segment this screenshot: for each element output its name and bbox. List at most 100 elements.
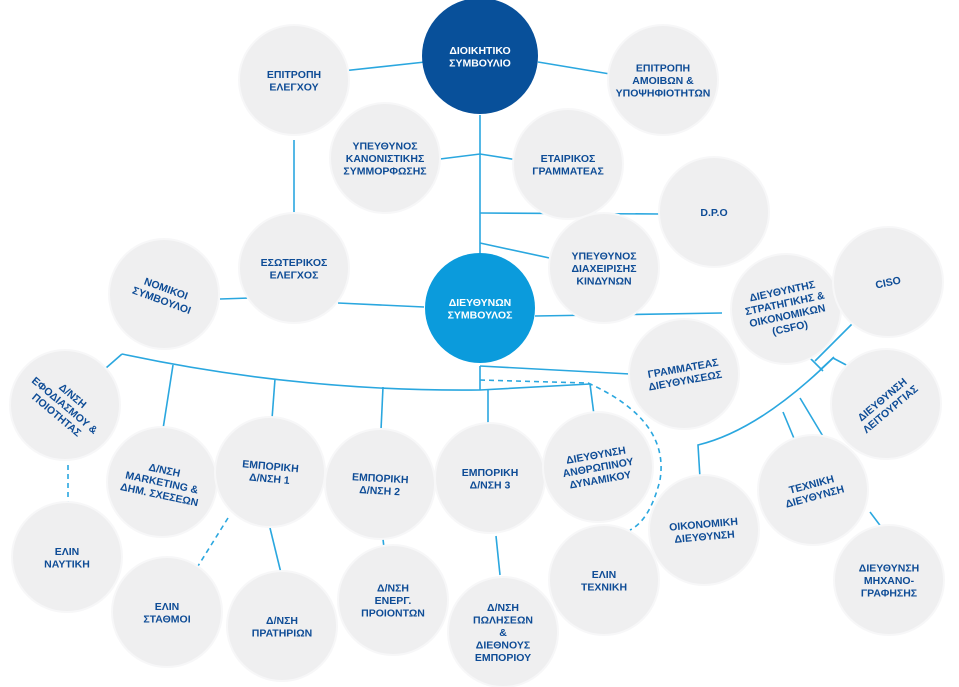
node-label-line: Δ/ΝΣΗ 1 — [249, 471, 291, 487]
node-label-line: ΔΙΟΙΚΗΤΙΚΟ — [449, 45, 510, 57]
node-label-line: ΓΡΑΦΗΣΗΣ — [861, 588, 917, 600]
node-legal-advisors: ΝΟΜΙΚΟΙΣΥΜΒΟΥΛΟΙ — [108, 238, 220, 350]
node-dpo: D.P.O — [658, 156, 770, 268]
node-supply-quality: Δ/ΝΣΗΕΦΟΔΙΑΣΜΟΥ &ΠΟΙΟΤΗΤΑΣ — [9, 349, 121, 461]
link-ciso-branch — [814, 323, 853, 362]
node-label-line: Δ/ΝΣΗ — [266, 615, 298, 627]
node-label-line: ΔΙΕΥΘΥΝΣΗ — [859, 563, 919, 575]
node-circle — [238, 212, 350, 324]
link-arc-supply — [105, 353, 123, 369]
node-label-line: ΕΠΙΤΡΟΠΗ — [636, 63, 690, 75]
node-label-line: ΠΡΟΙΟΝΤΩΝ — [361, 608, 425, 620]
node-label-line: ΥΠΕΥΘΥΝΟΣ — [571, 251, 636, 263]
node-label-line: Δ/ΝΣΗ — [487, 602, 519, 614]
node-label-line: ΕΛΙΝ — [55, 546, 80, 558]
link-arc-commercial-2 — [380, 386, 384, 431]
node-operations: ΔΙΕΥΘΥΝΣΗΛΕΙΤΟΥΡΓΙΑΣ — [830, 348, 942, 460]
node-label-line: ΕΜΠΟΡΙΚΗ — [462, 467, 519, 479]
node-circle — [548, 524, 660, 636]
node-label: ΕΜΠΟΡΙΚΗΔ/ΝΣΗ 2 — [351, 471, 409, 498]
link-ceo-elin-techniki-dashed — [479, 379, 662, 531]
node-label-line: Δ/ΝΣΗ 2 — [359, 484, 400, 498]
node-label-line: Δ/ΝΣΗ — [377, 583, 409, 595]
node-circle — [111, 556, 223, 668]
link-arc-commercial-1 — [271, 378, 276, 420]
node-label-line: ΣΥΜΜΟΡΦΩΣΗΣ — [343, 166, 426, 178]
node-management-secretary: ΓΡΑΜΜΑΤΕΑΣΔΙΕΥΘΥΝΣΕΩΣ — [628, 318, 740, 430]
node-label: ΕΜΠΟΡΙΚΗΔ/ΝΣΗ 1 — [241, 458, 300, 487]
node-circle — [832, 226, 944, 338]
link-commercial-3-sales — [495, 535, 501, 576]
node-label-line: ΕΠΙΤΡΟΠΗ — [267, 69, 321, 81]
node-label-line: ΕΣΩΤΕΡΙΚΟΣ — [261, 257, 328, 269]
node-label-line: ΠΡΑΤΗΡΙΩΝ — [252, 627, 312, 639]
node-circle — [329, 102, 441, 214]
node-circle — [548, 212, 660, 324]
node-label-line: ΣΥΜΒΟΥΛΙΟ — [449, 57, 511, 69]
link-arc-marketing — [162, 364, 174, 430]
link-internal-audit-ceo — [337, 302, 425, 308]
node-circle — [830, 348, 942, 460]
node-label: CISO — [874, 274, 902, 291]
node-circle — [607, 24, 719, 136]
node-label-line: ΣΥΜΒΟΥΛΟΣ — [448, 309, 513, 321]
node-marketing: Δ/ΝΣΗMARKETING &ΔΗΜ. ΣΧΕΣΕΩΝ — [106, 426, 218, 538]
node-technical: ΤΕΧΝΙΚΗΔΙΕΥΘΥΝΣΗ — [757, 434, 869, 546]
node-circle — [628, 318, 740, 430]
node-circle — [425, 253, 535, 363]
node-circle — [833, 524, 945, 636]
node-label-line: ΥΠΕΥΘΥΝΟΣ — [352, 141, 417, 153]
node-circle — [757, 434, 869, 546]
node-csfo: ΔΙΕΥΘΥΝΤΗΣΣΤΡΑΤΗΓΙΚΗΣ &ΟΙΚΟΝΟΜΙΚΩΝ(CSFO) — [730, 253, 842, 365]
node-label-line: ΚΙΝΔΥΝΩΝ — [576, 276, 631, 288]
node-label-line: ΕΛΙΝ — [592, 569, 617, 581]
node-label-line: ΕΜΠΟΡΙΚΗ — [352, 471, 409, 486]
link-board-remuneration — [537, 61, 611, 75]
node-label-line: ΕΛΕΓΧΟΣ — [270, 269, 319, 281]
node-label-line: Δ/ΝΣΗ 3 — [470, 479, 511, 491]
link-commercial-1-stations — [269, 527, 282, 574]
node-circle — [337, 544, 449, 656]
node-circle — [238, 24, 350, 136]
link-legal-internal-audit — [219, 297, 251, 300]
node-label-line: ΚΑΝΟΝΙΣΤΙΚΗΣ — [346, 153, 425, 165]
node-label-line: ΕΛΕΓΧΟΥ — [269, 81, 318, 93]
node-label-line: ΔΙΕΘΝΟΥΣ — [476, 640, 530, 652]
node-circle — [108, 238, 220, 350]
node-label-line: ΕΜΠΟΡΙΟΥ — [475, 652, 531, 664]
node-label: ΟΙΚΟΝΟΜΙΚΗΔΙΕΥΘΥΝΣΗ — [669, 516, 740, 546]
node-label-line: ΟΙΚΟΝΟΜΙΚΗ — [669, 516, 739, 534]
node-circle — [447, 576, 559, 687]
node-financial: ΟΙΚΟΝΟΜΙΚΗΔΙΕΥΘΥΝΣΗ — [648, 474, 760, 586]
node-label-line: ΜΗΧΑΝΟ- — [864, 575, 915, 587]
node-circle — [512, 108, 624, 220]
node-label-line: ΑΜΟΙΒΩΝ & — [632, 75, 694, 87]
node-circle — [9, 349, 121, 461]
node-circle — [542, 411, 654, 523]
